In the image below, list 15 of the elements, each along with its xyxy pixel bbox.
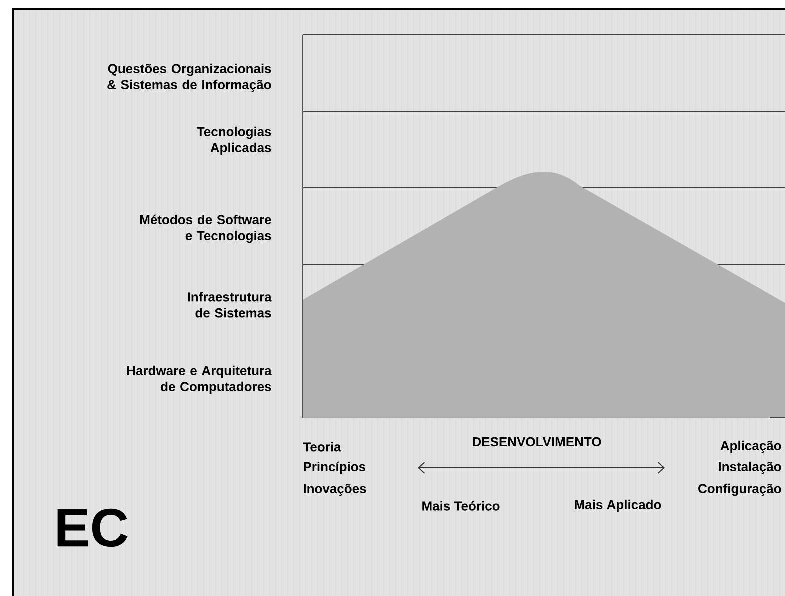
row-label: Hardware e Arquitetura de Computadores bbox=[127, 366, 272, 394]
row-label: Métodos de Software e Tecnologias bbox=[140, 214, 272, 244]
scale-label: Princípios bbox=[304, 462, 366, 474]
row-label: Infraestrutura de Sistemas bbox=[188, 292, 272, 318]
row-label: Questões Organizacionais & Sistemas de Informação bbox=[108, 64, 272, 92]
axis-title: DESENVOLVIMENTO bbox=[473, 437, 602, 447]
scale-label: Aplicação bbox=[720, 440, 782, 454]
title: EC bbox=[58, 508, 128, 548]
axis-label: Mais Aplicado bbox=[575, 500, 662, 512]
scale-label: Inovações bbox=[304, 484, 366, 496]
scale-label: Configuração bbox=[698, 484, 782, 496]
scale-label: Teoria bbox=[303, 442, 342, 452]
axis-label: Mais Teórico bbox=[422, 501, 500, 511]
scale-label: Instalação bbox=[719, 462, 782, 474]
row-label: Tecnologias Aplicadas bbox=[197, 126, 272, 156]
